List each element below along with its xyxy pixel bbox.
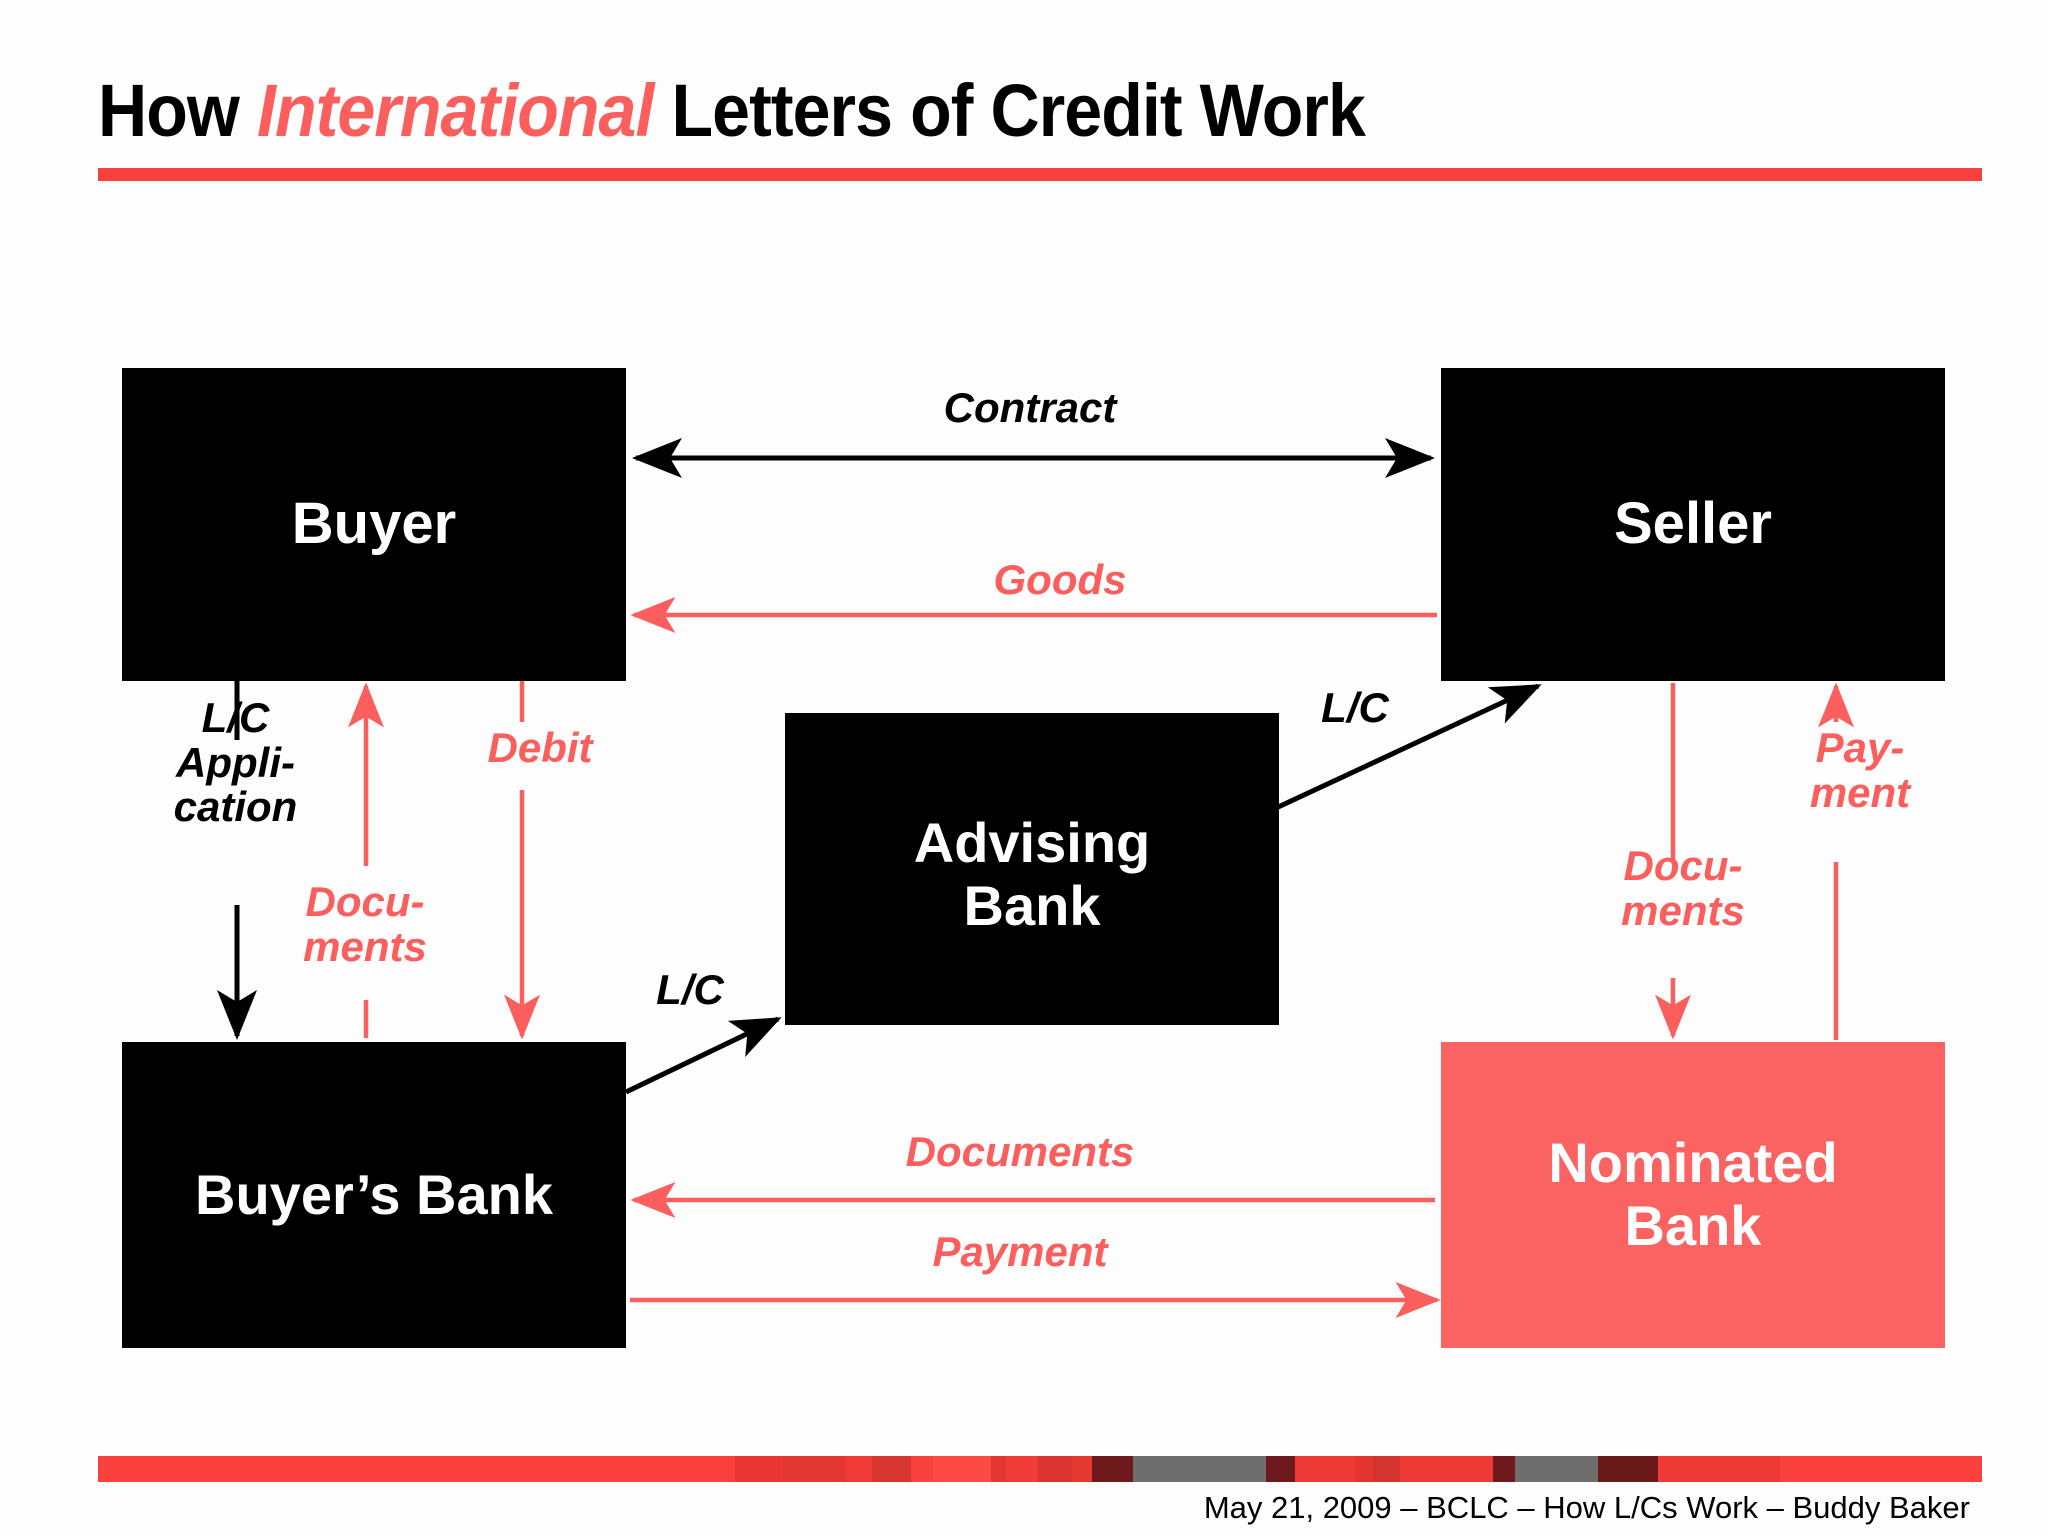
node-buyers-bank-label: Buyer’s Bank — [195, 1162, 553, 1226]
edge-label-documents-right: Docu- ments — [1621, 842, 1745, 934]
node-nominated-bank-label: Nominated Bank — [1548, 1131, 1838, 1257]
footer-bar-segment-9 — [1037, 1456, 1073, 1482]
edge-label-lc-middle: L/C — [656, 966, 724, 1013]
title-underline-rule — [98, 168, 1982, 181]
edge-label-documents-bottom: Documents — [905, 1128, 1135, 1175]
footer-bar-segment-14 — [1294, 1456, 1356, 1482]
title-block: How International Letters of Credit Work — [98, 69, 1982, 182]
footer-color-bar — [98, 1456, 1982, 1482]
footer-bar-segment-16 — [1373, 1456, 1400, 1482]
footer-bar-segment-6 — [932, 1456, 992, 1482]
edge-label-payment-bottom: Payment — [932, 1228, 1108, 1275]
footer-bar-segment-19 — [1514, 1456, 1598, 1482]
footer-bar-segment-11 — [1092, 1456, 1133, 1482]
node-buyer-label: Buyer — [291, 491, 457, 557]
node-nominated-bank[interactable]: Nominated Bank — [1441, 1042, 1945, 1348]
node-buyers-bank[interactable]: Buyer’s Bank — [122, 1042, 626, 1348]
footer-bar-segment-20 — [1597, 1456, 1659, 1482]
footer-bar-segment-12 — [1132, 1456, 1267, 1482]
footer-bar-segment-8 — [1005, 1456, 1038, 1482]
footer-bar-segment-13 — [1266, 1456, 1295, 1482]
footer-bar-segment-17 — [1399, 1456, 1493, 1482]
footer-bar-segment-22 — [1779, 1456, 1982, 1482]
footer-bar-segment-3 — [845, 1456, 873, 1482]
node-seller[interactable]: Seller — [1441, 368, 1945, 681]
footer-bar-segment-2 — [783, 1456, 846, 1482]
title-suffix: Letters of Credit Work — [653, 69, 1365, 152]
node-buyer[interactable]: Buyer — [122, 368, 626, 681]
footer-bar-segment-7 — [991, 1456, 1006, 1482]
edge-label-debit: Debit — [487, 724, 593, 771]
node-advising-bank-label: Advising Bank — [913, 811, 1151, 937]
page-title: How International Letters of Credit Work — [98, 69, 1366, 152]
footer-bar-segment-1 — [734, 1456, 784, 1482]
footer-bar-segment-18 — [1492, 1456, 1515, 1482]
title-prefix: How — [98, 69, 257, 152]
footer-text: May 21, 2009 – BCLC – How L/Cs Work – Bu… — [1203, 1490, 1970, 1525]
footer-bar-segment-21 — [1658, 1456, 1780, 1482]
node-seller-label: Seller — [1614, 491, 1772, 557]
edge-label-goods: Goods — [993, 556, 1127, 603]
edge-label-lc-top: L/C — [1321, 684, 1389, 731]
edge-label-payment-right: Pay- ment — [1809, 724, 1911, 816]
footer-bar-segment-5 — [910, 1456, 933, 1482]
footer-bar-segment-4 — [872, 1456, 911, 1482]
edge-label-documents-left: Docu- ments — [303, 878, 427, 970]
arrow-lc-to-advising — [624, 1016, 782, 1095]
node-advising-bank[interactable]: Advising Bank — [785, 713, 1279, 1025]
title-accent-word: International — [256, 69, 654, 152]
footer-bar-segment-10 — [1072, 1456, 1093, 1482]
footer-bar-segment-15 — [1355, 1456, 1374, 1482]
edge-label-lc-application: L/C Appli- cation — [173, 694, 298, 831]
footer-bar-segment-0 — [98, 1456, 735, 1482]
edge-label-contract: Contract — [943, 384, 1117, 431]
